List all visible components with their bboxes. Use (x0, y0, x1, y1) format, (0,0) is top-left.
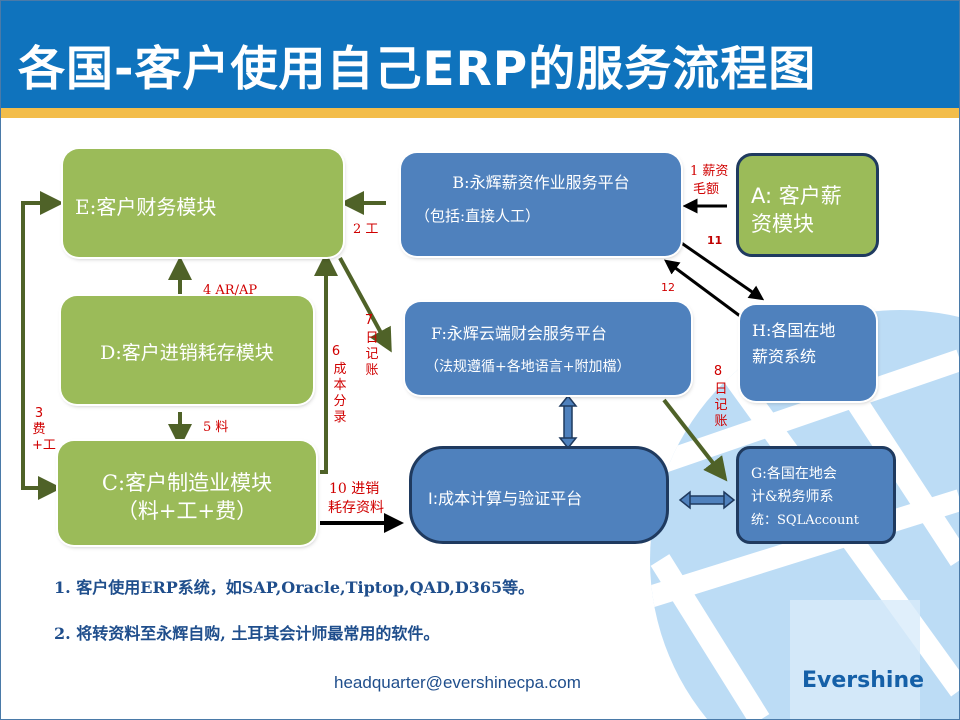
box-a-label-2: 资模块 (751, 212, 814, 236)
box-b-label-2: （包括:直接人工） (415, 207, 541, 225)
box-f-cloud-accounting-platform: F:永辉云端财会服务平台 （法规遵循+各地语言+附加檔） (405, 302, 691, 395)
arrow-f-to-g (662, 398, 728, 482)
box-f-label-1: F:永辉云端财会服务平台 (431, 324, 607, 343)
box-g-label-2: 计&税务师系 (751, 489, 834, 505)
brand-logo-text: Evershine (802, 668, 925, 693)
arrow-h-to-b (663, 259, 741, 318)
label-8: 日记账 (714, 382, 728, 429)
label-7: 日记账 (365, 331, 379, 378)
box-g-label-3: 统：SQLAccount (751, 513, 859, 528)
label-11: 11 (707, 234, 723, 247)
box-d-customer-inventory: D:客户进销耗存模块 (61, 296, 313, 404)
box-h-label-2: 薪资系统 (752, 347, 817, 366)
box-e-label: E:客户财务模块 (75, 195, 217, 219)
header-bar (0, 0, 960, 108)
header-stripe (0, 108, 960, 118)
label-10-b: 耗存资料 (328, 500, 384, 516)
arrow-i-g-double (678, 490, 736, 510)
box-c-customer-manufacturing: C:客户制造业模块 （料+工+费） (58, 441, 316, 545)
page-title: 各国-客户使用自己ERP的服务流程图 (18, 42, 817, 97)
label-12: 12 (661, 281, 675, 294)
arrow-c-to-e (314, 252, 338, 474)
box-h-label-1: H:各国在地 (752, 321, 836, 340)
arrow-f-i-double (558, 394, 578, 450)
box-c-label-2: （料+工+费） (116, 499, 258, 523)
box-a-customer-payroll: A: 客户薪 资模块 (736, 153, 879, 257)
box-g-label-1: G:各国在地会 (751, 466, 837, 482)
arrow-e-to-f (338, 257, 392, 353)
label-6-number: 6 (331, 344, 341, 359)
label-5: 5 料 (203, 420, 229, 435)
note-2: 2. 将转资料至永辉自购, 土耳其会计师最常用的软件。 (54, 624, 440, 643)
box-g-local-accounting-system: G:各国在地会 计&税务师系 统：SQLAccount (736, 446, 896, 544)
label-1-a: 1 薪资 (690, 164, 729, 179)
box-h-local-payroll-system: H:各国在地 薪资系统 (740, 305, 876, 401)
label-4: 4 AR/AP (203, 283, 258, 298)
box-d-label: D:客户进销耗存模块 (100, 342, 274, 364)
box-a-label-1: A: 客户薪 (751, 184, 842, 208)
arrow-b-to-h (679, 240, 765, 301)
box-e-customer-finance: E:客户财务模块 (63, 149, 343, 257)
box-i-cost-calculation-platform: I:成本计算与验证平台 (409, 446, 669, 544)
label-8-number: 8 (713, 364, 723, 379)
box-c-label-1: C:客户制造业模块 (101, 471, 273, 495)
label-7-number: 7 (364, 313, 374, 328)
label-2: 2 工 (353, 222, 379, 237)
box-i-label: I:成本计算与验证平台 (428, 489, 583, 508)
box-f-label-2: （法规遵循+各地语言+附加檔） (425, 359, 631, 375)
label-1-b: 毛额 (693, 182, 720, 197)
label-6: 成本分录 (333, 362, 347, 425)
box-b-payroll-platform: B:永辉薪资作业服务平台 （包括:直接人工） (401, 153, 681, 256)
note-1: 1. 客户使用ERP系统，如SAP,Oracle,Tiptop,QAD,D365… (54, 578, 535, 597)
box-b-label-1: B:永辉薪资作业服务平台 (452, 173, 630, 192)
footer-email[interactable]: headquarter@evershinecpa.com (334, 673, 581, 692)
label-10-a: 10 进销 (329, 481, 380, 497)
